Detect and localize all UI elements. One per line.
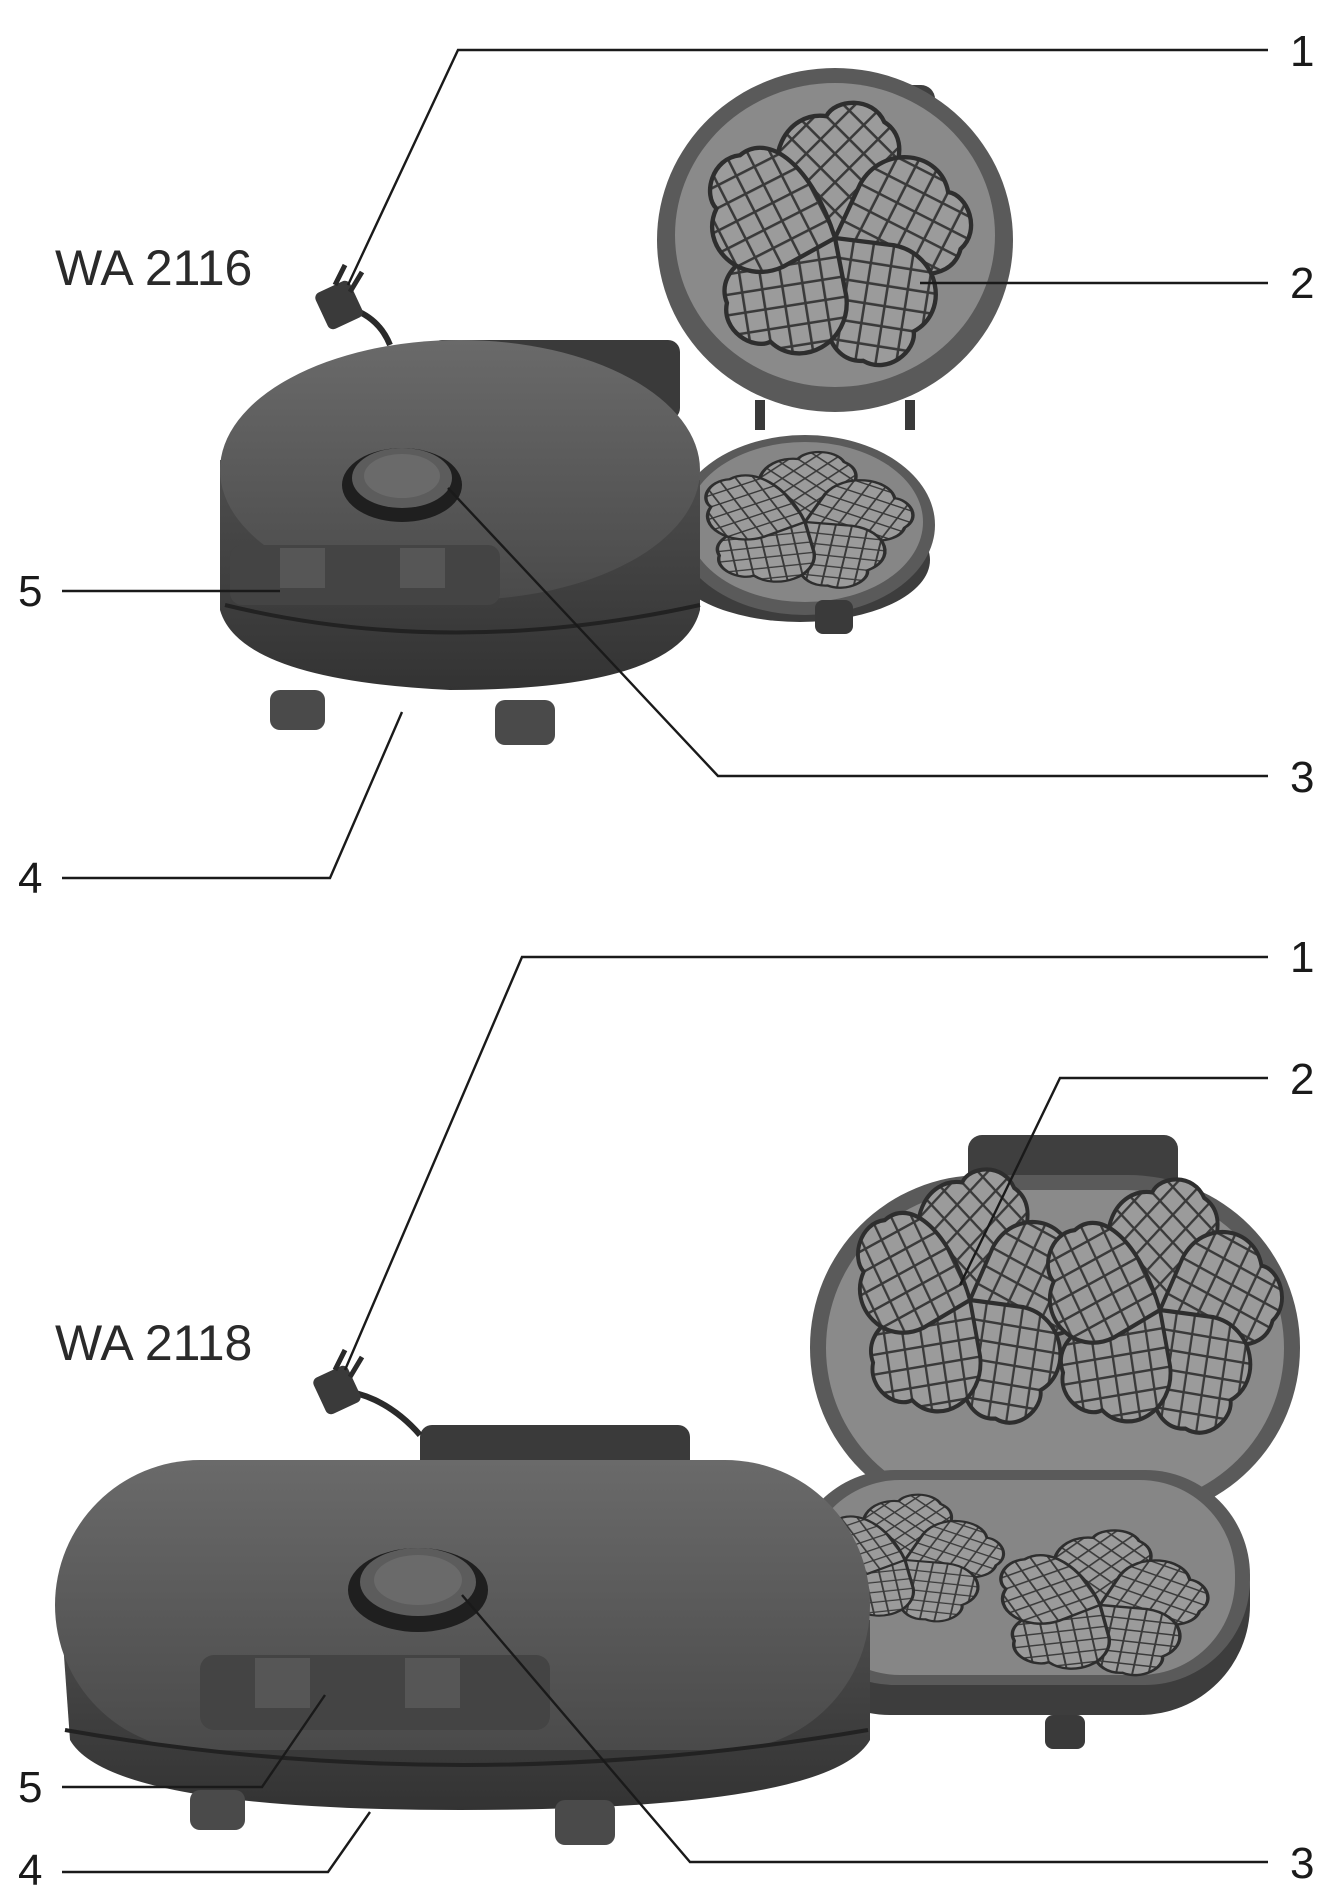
- lower-plate-double: [780, 1470, 1250, 1749]
- callout-3-wa2118: 3: [1290, 1839, 1314, 1887]
- leader-3-wa2118: [461, 1594, 1268, 1864]
- leader-1-wa2116: [346, 48, 1268, 286]
- figure-wa2116: WA 2116 1 2 3 4 5: [18, 27, 1314, 903]
- closed-waffle-iron-round: [220, 340, 701, 745]
- power-plug-cord-double: [313, 1348, 423, 1437]
- upper-plate-double: [810, 1135, 1300, 1550]
- handle-double: [200, 1655, 550, 1730]
- closed-waffle-iron-double: [55, 1425, 870, 1845]
- callout-2-wa2118: 2: [1290, 1055, 1314, 1104]
- leader-1-wa2118: [343, 955, 1268, 1371]
- callout-5-wa2116: 5: [18, 567, 42, 616]
- callout-5-wa2118: 5: [18, 1763, 42, 1812]
- lower-plate-round: [670, 435, 935, 634]
- leader-5-wa2118: [62, 1694, 326, 1789]
- model-label-wa2118: WA 2118: [55, 1315, 252, 1371]
- model-label-wa2116: WA 2116: [55, 240, 252, 296]
- callout-4-wa2116: 4: [18, 854, 42, 903]
- leader-3-wa2116: [447, 487, 1268, 778]
- callout-4-wa2118: 4: [18, 1846, 42, 1887]
- handle-round: [230, 545, 500, 605]
- power-plug-cord: [315, 263, 393, 347]
- upper-plate-round: [657, 68, 1013, 430]
- leader-2-wa2118: [958, 1076, 1268, 1286]
- leader-4-wa2116: [62, 711, 404, 880]
- leader-4-wa2118: [62, 1811, 371, 1874]
- callout-3-wa2116: 3: [1290, 753, 1314, 802]
- callout-1-wa2118: 1: [1290, 933, 1314, 982]
- callout-1-wa2116: 1: [1290, 27, 1314, 76]
- figure-wa2118: WA 2118 1 2 3 4 5: [18, 933, 1314, 1887]
- callout-2-wa2116: 2: [1290, 259, 1314, 308]
